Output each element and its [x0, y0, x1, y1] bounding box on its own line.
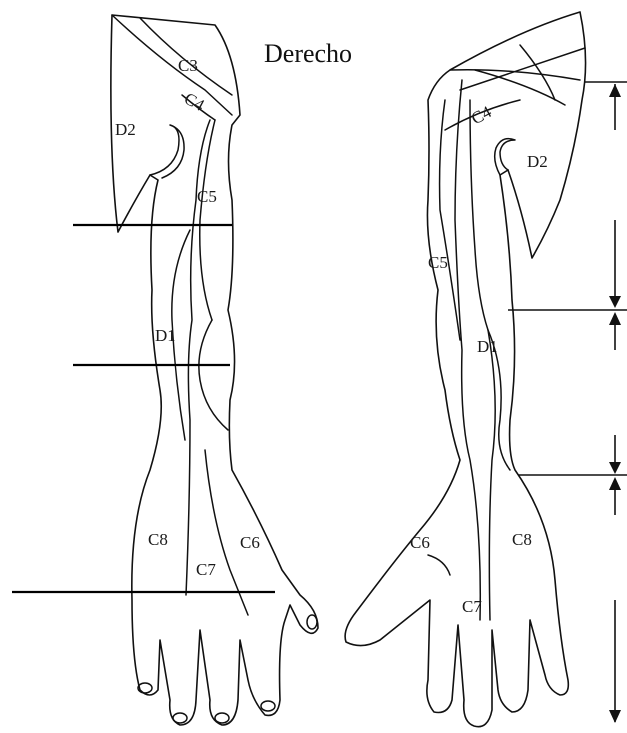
- label-front-c5: C5: [197, 187, 217, 206]
- label-back-c7: C7: [462, 597, 482, 616]
- label-back-c5: C5: [428, 253, 448, 272]
- label-front-d1: D1: [155, 326, 176, 345]
- diagram-title: Derecho: [264, 39, 352, 68]
- posterior-arm: [345, 12, 585, 727]
- dim-arrow-2-down: [609, 296, 621, 308]
- label-front-c8: C8: [148, 530, 168, 549]
- label-front-c6: C6: [240, 533, 260, 552]
- label-front-c3: C3: [178, 56, 198, 75]
- dim-arrow-1-up: [609, 84, 621, 97]
- dim-arrow-6-down: [609, 710, 621, 723]
- label-back-c6: C6: [410, 533, 430, 552]
- anterior-arm: [111, 15, 318, 725]
- label-back-d1: D1: [477, 337, 498, 356]
- dim-arrow-4-down: [609, 462, 621, 474]
- label-back-c8: C8: [512, 530, 532, 549]
- label-front-d2: D2: [115, 120, 136, 139]
- label-front-c7: C7: [196, 560, 216, 579]
- label-back-d2: D2: [527, 152, 548, 171]
